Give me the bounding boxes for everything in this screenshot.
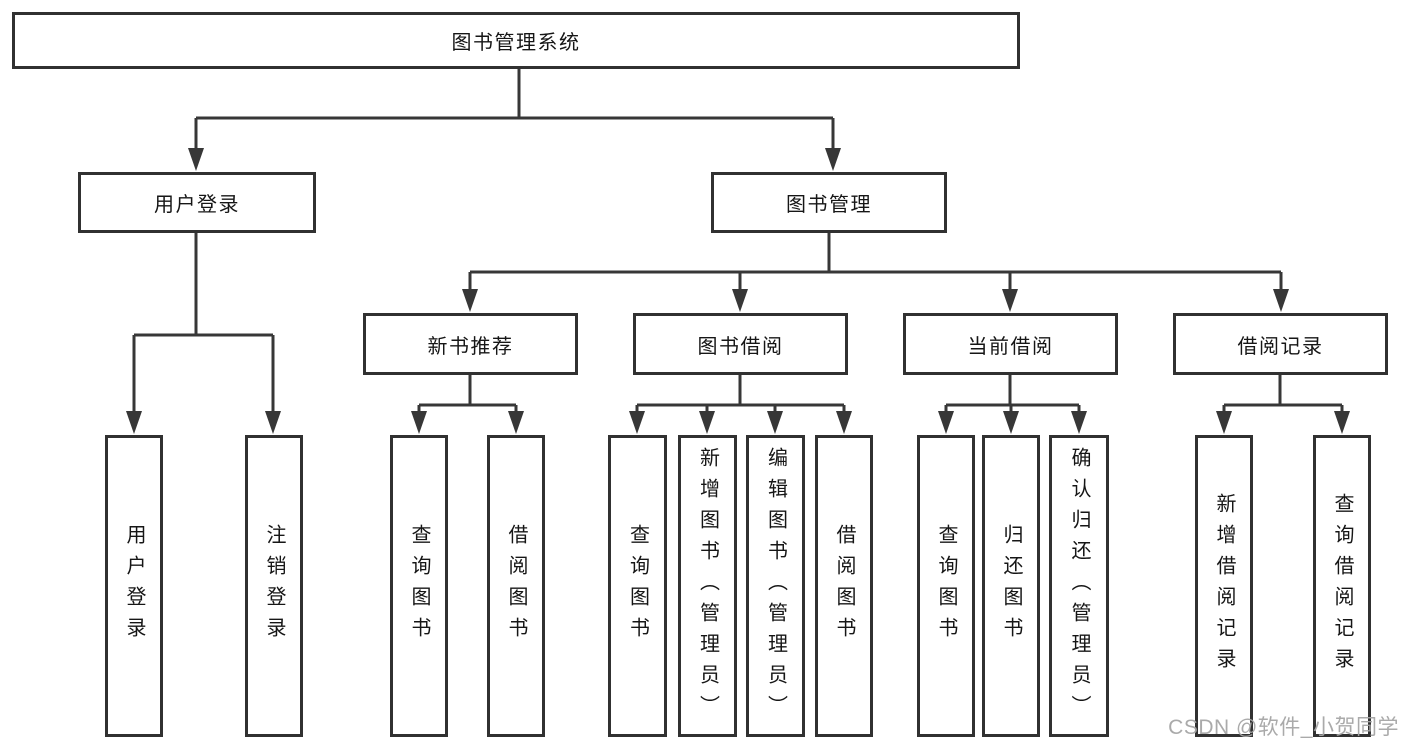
- leaf-query-books-borrow: 查询图书: [608, 435, 667, 737]
- node-book-management: 图书管理: [711, 172, 947, 233]
- leaf-return-books: 归还图书: [982, 435, 1040, 737]
- leaf-confirm-return-admin-label: 确认归还（管理员）: [1068, 446, 1090, 726]
- leaf-logout: 注销登录: [245, 435, 303, 737]
- leaf-user-login: 用户登录: [105, 435, 163, 737]
- arrowheads: [126, 148, 1350, 434]
- node-book-borrow-label: 图书借阅: [697, 335, 784, 358]
- watermark: CSDN @软件_小贺同学: [1168, 716, 1399, 739]
- node-current-borrow-label: 当前借阅: [967, 335, 1054, 358]
- node-root: 图书管理系统: [12, 12, 1020, 69]
- leaf-query-books-borrow-label: 查询图书: [626, 524, 649, 648]
- node-book-borrow: 图书借阅: [633, 313, 848, 375]
- leaf-return-books-label: 归还图书: [1000, 524, 1022, 648]
- leaf-user-login-label: 用户登录: [123, 524, 145, 648]
- node-user-login-label: 用户登录: [154, 194, 240, 216]
- node-user-login: 用户登录: [78, 172, 316, 233]
- leaf-logout-label: 注销登录: [263, 524, 285, 648]
- node-current-borrow: 当前借阅: [903, 313, 1118, 375]
- node-borrow-records-label: 借阅记录: [1237, 335, 1324, 358]
- node-book-management-label: 图书管理: [786, 194, 872, 216]
- node-new-book-recommend-label: 新书推荐: [427, 335, 514, 358]
- leaf-query-borrow-record: 查询借阅记录: [1313, 435, 1371, 737]
- node-borrow-records: 借阅记录: [1173, 313, 1388, 375]
- leaf-query-books-recommend-label: 查询图书: [408, 524, 430, 648]
- leaf-edit-book-admin-label: 编辑图书（管理员）: [764, 446, 787, 726]
- leaf-borrow-books-label: 借阅图书: [833, 524, 855, 648]
- leaf-confirm-return-admin: 确认归还（管理员）: [1049, 435, 1109, 737]
- node-root-label: 图书管理系统: [451, 32, 581, 54]
- leaf-add-borrow-record-label: 新增借阅记录: [1213, 493, 1235, 679]
- leaf-query-books-current: 查询图书: [917, 435, 975, 737]
- leaf-add-book-admin-label: 新增图书（管理员）: [696, 446, 719, 726]
- leaf-borrow-books: 借阅图书: [815, 435, 873, 737]
- leaf-borrow-books-recommend: 借阅图书: [487, 435, 545, 737]
- leaf-add-book-admin: 新增图书（管理员）: [678, 435, 737, 737]
- leaf-borrow-books-recommend-label: 借阅图书: [505, 524, 527, 648]
- node-new-book-recommend: 新书推荐: [363, 313, 578, 375]
- leaf-add-borrow-record: 新增借阅记录: [1195, 435, 1253, 737]
- leaf-query-books-current-label: 查询图书: [935, 524, 957, 648]
- leaf-edit-book-admin: 编辑图书（管理员）: [746, 435, 805, 737]
- leaf-query-borrow-record-label: 查询借阅记录: [1331, 493, 1353, 679]
- connector-lines: [132, 68, 1344, 412]
- leaf-query-books-recommend: 查询图书: [390, 435, 448, 737]
